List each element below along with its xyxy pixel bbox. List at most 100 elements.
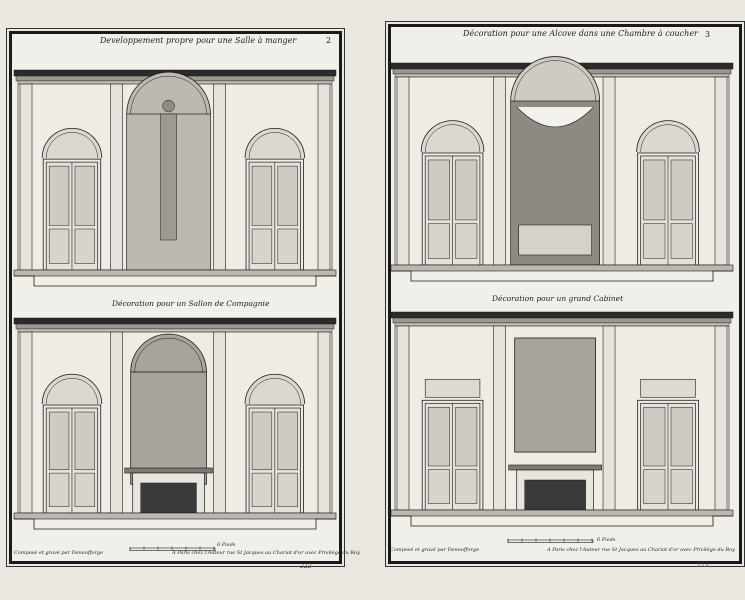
page-number: 222 xyxy=(300,563,312,570)
fireplace-opening xyxy=(524,479,586,511)
arch-tympanum xyxy=(636,120,700,152)
door-panel xyxy=(427,159,450,221)
arch-tympanum-molding xyxy=(45,132,98,159)
frieze xyxy=(392,317,732,324)
pilaster xyxy=(317,83,331,271)
door-panel xyxy=(277,411,298,471)
publisher-imprint: A Paris chez l'Auteur rue St Jacques au … xyxy=(547,547,735,553)
arch-tympanum xyxy=(244,128,305,159)
pilaster xyxy=(19,331,33,514)
pilaster xyxy=(714,76,728,266)
door-panel xyxy=(670,223,693,259)
statue-column xyxy=(160,113,177,241)
cornice xyxy=(390,311,734,319)
engraver-credit: Composé et gravé par Deneufforge xyxy=(14,550,104,556)
door-panel xyxy=(643,159,666,221)
pilaster xyxy=(317,331,331,514)
architrave xyxy=(394,322,730,327)
pilaster xyxy=(213,83,226,271)
door-panel xyxy=(643,469,666,504)
arch-tympanum xyxy=(244,373,305,405)
mirror xyxy=(514,337,597,453)
door-panel xyxy=(427,223,450,259)
plinth xyxy=(390,264,734,272)
door-panel xyxy=(74,165,95,226)
plate-title: Developpement propre pour une Salle à ma… xyxy=(100,36,297,45)
door-panel xyxy=(455,159,478,221)
door-panel xyxy=(277,228,298,264)
niche-arch-molding xyxy=(130,75,207,115)
door-panel xyxy=(48,411,70,471)
pilaster xyxy=(396,76,410,266)
door-panel xyxy=(277,472,298,507)
mantel-shelf xyxy=(508,464,602,471)
door-panel xyxy=(48,165,70,226)
arch-tympanum-molding xyxy=(424,124,481,152)
arch-tympanum xyxy=(41,373,103,405)
plate-title: Décoration pour une Alcove dans une Cham… xyxy=(463,29,698,38)
door-panel xyxy=(643,223,666,259)
scale-label: 6 Pieds xyxy=(597,537,616,543)
door-panel xyxy=(670,407,693,467)
door-panel xyxy=(455,407,478,467)
bed xyxy=(518,224,592,256)
door-panel xyxy=(74,228,95,264)
door-panel xyxy=(427,469,450,504)
pilaster xyxy=(602,325,616,511)
door-panel xyxy=(251,228,273,264)
plinth xyxy=(390,509,734,517)
arch-tympanum-molding xyxy=(640,124,696,152)
pilaster xyxy=(396,325,410,511)
bust xyxy=(162,99,175,113)
pilaster xyxy=(110,331,123,514)
door-panel xyxy=(643,407,666,467)
door-panel xyxy=(670,469,693,504)
door-panel xyxy=(251,472,273,507)
fireplace-opening xyxy=(140,482,197,514)
door-panel xyxy=(74,472,95,507)
page-number: 223 xyxy=(697,562,709,569)
mantel-shelf xyxy=(124,467,213,474)
elevation-caption: Décoration pour un grand Cabinet xyxy=(492,294,624,303)
plate-number: 2 xyxy=(326,36,332,45)
plinth xyxy=(13,269,337,277)
pilaster xyxy=(602,76,616,266)
door-panel xyxy=(455,469,478,504)
pilaster xyxy=(493,325,506,511)
elevation-caption: Décoration pour un Sallon de Compagnie xyxy=(112,299,270,308)
door-panel xyxy=(670,159,693,221)
pilaster xyxy=(213,331,226,514)
floor-section xyxy=(14,275,336,287)
overdoor-panel xyxy=(424,378,481,398)
pilaster xyxy=(110,83,123,271)
floor-section xyxy=(391,270,733,282)
overdoor-panel xyxy=(640,378,696,398)
arch-tympanum-molding xyxy=(248,132,301,159)
floor-section xyxy=(391,515,733,527)
alcove-arch xyxy=(510,56,601,102)
door-panel xyxy=(48,472,70,507)
scale-bar xyxy=(507,539,594,543)
door-panel xyxy=(48,228,70,264)
pilaster xyxy=(714,325,728,511)
bed-canopy xyxy=(516,106,594,128)
architrave xyxy=(17,328,333,333)
door-panel xyxy=(251,165,273,226)
publisher-imprint: A Paris chez l'Auteur rue St Jacques au … xyxy=(172,550,360,556)
pilaster xyxy=(493,76,506,266)
arch-tympanum-molding xyxy=(248,378,301,405)
cornice xyxy=(13,317,337,325)
door-panel xyxy=(427,407,450,467)
door-panel xyxy=(251,411,273,471)
engraver-credit: Composé et gravé par Deneufforge xyxy=(390,547,480,553)
frieze xyxy=(15,323,335,330)
scale-label: 6 Pieds xyxy=(217,542,236,548)
floor-section xyxy=(14,518,336,530)
alcove-arch-molding xyxy=(514,60,596,102)
pilaster xyxy=(19,83,33,271)
arch-tympanum xyxy=(41,128,103,159)
plinth xyxy=(13,512,337,520)
plate-number: 3 xyxy=(705,30,711,39)
mirror xyxy=(130,371,207,485)
